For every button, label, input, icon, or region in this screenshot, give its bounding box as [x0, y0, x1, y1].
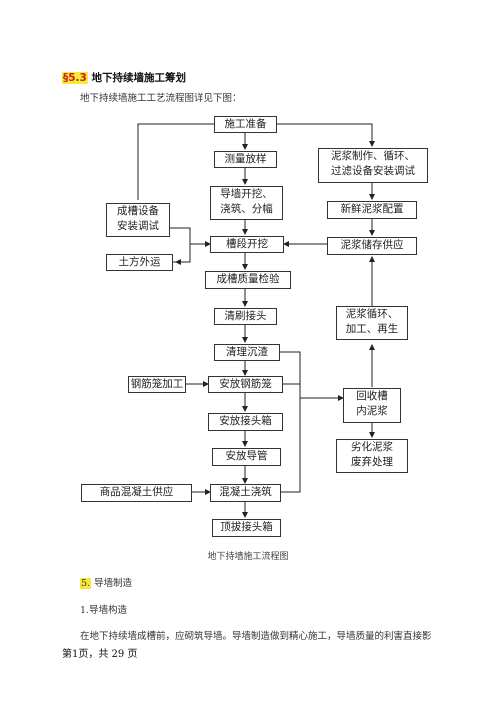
step-place-joint-box: 安放接头箱	[208, 413, 283, 431]
step-guidewall: 导墙开挖、浇筑、分幅	[210, 186, 283, 220]
step-slurry-storage: 泥浆储存供应	[327, 237, 417, 255]
step-survey-layout: 测量放样	[214, 151, 277, 168]
step-equipment-install: 成槽设备安装调试	[106, 203, 170, 237]
step-quality-check: 成槽质量检验	[205, 271, 291, 289]
step-slurry-recycle: 泥浆循环、加工、再生	[336, 306, 408, 340]
step-trench-excavation: 槽段开挖	[210, 236, 284, 253]
step-place-rebar-cage: 安放钢筋笼	[208, 376, 283, 393]
step-construction-prep: 施工准备	[214, 116, 277, 133]
section-5-number: 5.	[80, 578, 92, 589]
step-earth-removal: 土方外运	[106, 254, 173, 271]
subsection-heading: 1.导墙构造	[80, 605, 128, 616]
step-recover-slurry: 回收槽内泥浆	[343, 388, 401, 423]
section-number: §5.3	[62, 72, 88, 84]
step-clear-sediment: 清理沉渣	[214, 344, 280, 361]
figure-caption: 地下持墙施工流程图	[207, 552, 289, 562]
section-title: 地下持续墙施工筹划	[87, 72, 187, 84]
step-place-conduit: 安放导管	[212, 448, 281, 466]
intro-text: 地下持续墙施工工艺流程图详见下图：	[80, 93, 242, 104]
step-fresh-slurry: 新鲜泥浆配置	[327, 201, 417, 219]
step-rebar-processing: 钢筋笼加工	[128, 376, 186, 393]
step-concrete-pour: 混凝土浇筑	[210, 484, 281, 502]
section-5-heading: 5. 导墙制造	[80, 575, 132, 589]
step-clean-joint: 清刷接头	[214, 308, 277, 325]
step-waste-slurry: 劣化泥浆废弃处理	[336, 439, 408, 473]
section-heading: §5.3 地下持续墙施工筹划	[62, 70, 186, 85]
body-paragraph: 在地下持续墙成槽前，应砌筑导墙。导墙制造做到精心施工，导墙质量的利害直接影	[80, 631, 432, 642]
step-lift-joint-box: 顶拔接头箱	[212, 519, 281, 537]
step-slurry-equipment: 泥浆制作、循环、过滤设备安装调试	[318, 148, 428, 183]
section-5-title: 导墙制造	[91, 578, 133, 589]
step-concrete-supply: 商品混凝土供应	[81, 484, 192, 502]
page-footer: 第1页，共 29 页	[62, 649, 138, 660]
